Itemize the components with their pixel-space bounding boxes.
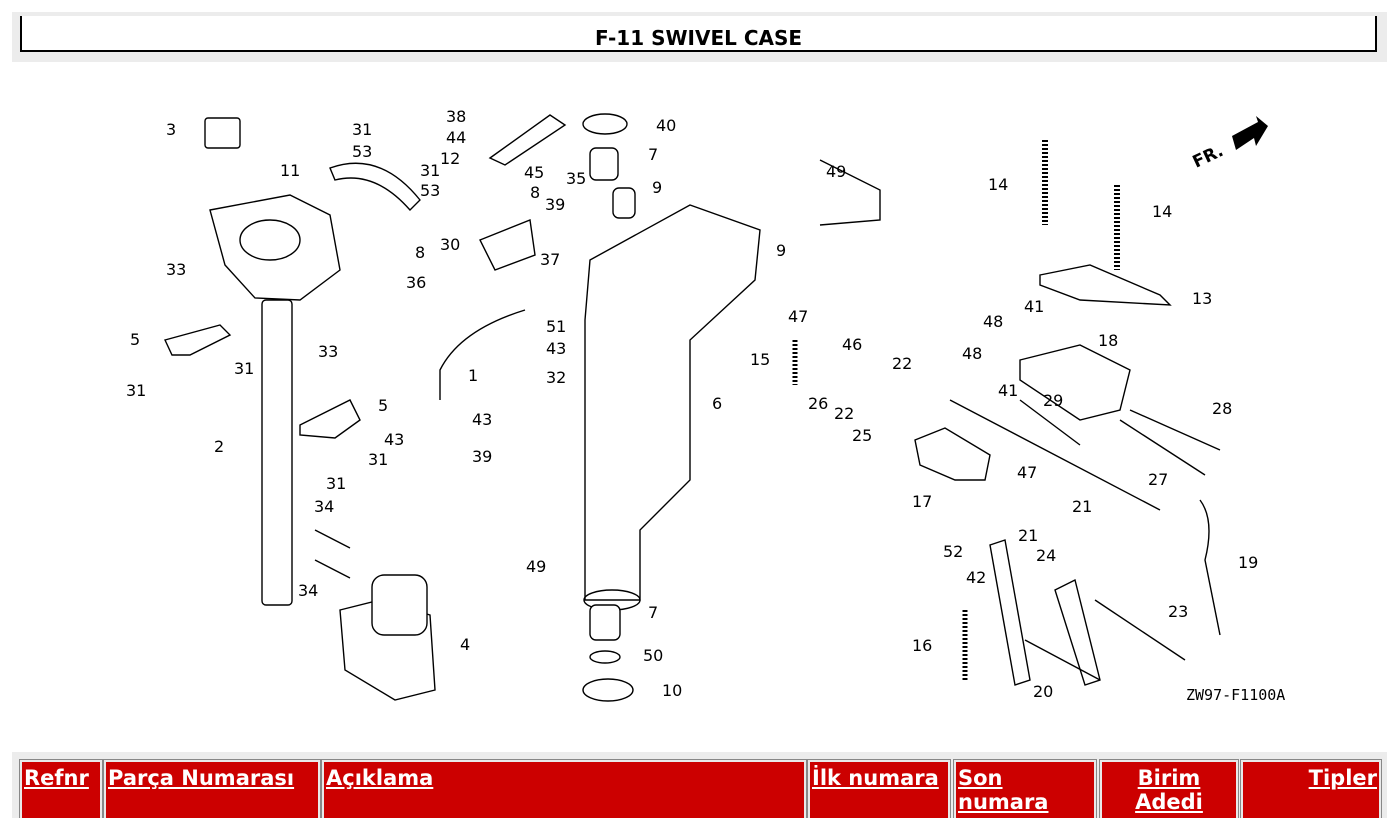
callout-27: 27 <box>1148 470 1168 489</box>
callout-41: 41 <box>1024 297 1044 316</box>
callout-43: 43 <box>472 410 492 429</box>
callout-18: 18 <box>1098 331 1118 350</box>
callout-48: 48 <box>962 344 982 363</box>
callout-42: 42 <box>966 568 986 587</box>
callout-53: 53 <box>352 142 372 161</box>
callout-21: 21 <box>1072 497 1092 516</box>
diagram-code: ZW97-F1100A <box>1186 686 1285 704</box>
callout-9: 9 <box>776 241 786 260</box>
callout-28: 28 <box>1212 399 1232 418</box>
callout-35: 35 <box>566 169 586 188</box>
callout-2: 2 <box>214 437 224 456</box>
parts-table: Refnr Parça Numarası Açıklama İlk numara… <box>12 752 1387 818</box>
callout-31: 31 <box>126 381 146 400</box>
callout-49: 49 <box>526 557 546 576</box>
callout-24: 24 <box>1036 546 1056 565</box>
callout-8: 8 <box>530 183 540 202</box>
callout-31: 31 <box>326 474 346 493</box>
callout-6: 6 <box>712 394 722 413</box>
callout-45: 45 <box>524 163 544 182</box>
column-header-last-number[interactable]: Son numara <box>953 759 1097 818</box>
callout-53: 53 <box>420 181 440 200</box>
callout-43: 43 <box>384 430 404 449</box>
callout-52: 52 <box>943 542 963 561</box>
callout-51: 51 <box>546 317 566 336</box>
swivel-shaft-part <box>261 299 293 606</box>
callout-23: 23 <box>1168 602 1188 621</box>
callout-33: 33 <box>318 342 338 361</box>
callout-49: 49 <box>826 162 846 181</box>
callout-31: 31 <box>352 120 372 139</box>
callout-29: 29 <box>1043 391 1063 410</box>
callout-22: 22 <box>834 404 854 423</box>
callout-41: 41 <box>998 381 1018 400</box>
callout-31: 31 <box>234 359 254 378</box>
callout-26: 26 <box>808 394 828 413</box>
callout-40: 40 <box>656 116 676 135</box>
callout-9: 9 <box>652 178 662 197</box>
callout-17: 17 <box>912 492 932 511</box>
callout-7: 7 <box>648 145 658 164</box>
callout-44: 44 <box>446 128 466 147</box>
callout-12: 12 <box>440 149 460 168</box>
callout-31: 31 <box>420 161 440 180</box>
callout-1: 1 <box>468 366 478 385</box>
callout-39: 39 <box>545 195 565 214</box>
callout-50: 50 <box>643 646 663 665</box>
callout-38: 38 <box>446 107 466 126</box>
column-header-part-number[interactable]: Parça Numarası <box>103 759 321 818</box>
callout-21: 21 <box>1018 526 1038 545</box>
column-header-first-number[interactable]: İlk numara <box>807 759 951 818</box>
callout-31: 31 <box>368 450 388 469</box>
parts-diagram: 3 31 53 11 31 53 38 44 12 45 8 39 35 40 … <box>0 70 1399 750</box>
callout-20: 20 <box>1033 682 1053 701</box>
page-title: F-11 SWIVEL CASE <box>20 16 1377 52</box>
callout-19: 19 <box>1238 553 1258 572</box>
callout-11: 11 <box>280 161 300 180</box>
callout-48: 48 <box>983 312 1003 331</box>
column-header-unit-qty[interactable]: Birim Adedi <box>1099 759 1239 818</box>
callout-5: 5 <box>130 330 140 349</box>
column-header-description[interactable]: Açıklama <box>321 759 807 818</box>
callout-34: 34 <box>314 497 334 516</box>
direction-label: FR. <box>1190 141 1227 172</box>
callout-30: 30 <box>440 235 460 254</box>
upper-mount-part <box>209 194 341 301</box>
callout-8: 8 <box>415 243 425 262</box>
callout-46: 46 <box>842 335 862 354</box>
callout-15: 15 <box>750 350 770 369</box>
callout-5: 5 <box>378 396 388 415</box>
swivel-case-part <box>584 204 761 601</box>
callout-47: 47 <box>788 307 808 326</box>
callout-36: 36 <box>406 273 426 292</box>
callout-14: 14 <box>1152 202 1172 221</box>
callout-16: 16 <box>912 636 932 655</box>
callout-25: 25 <box>852 426 872 445</box>
callout-14: 14 <box>988 175 1008 194</box>
callout-34: 34 <box>298 581 318 600</box>
callout-33: 33 <box>166 260 186 279</box>
column-header-ref[interactable]: Refnr <box>19 759 103 818</box>
callout-39: 39 <box>472 447 492 466</box>
callout-4: 4 <box>460 635 470 654</box>
callout-3: 3 <box>166 120 176 139</box>
front-direction-arrow-icon: FR. <box>1190 116 1268 173</box>
callout-22: 22 <box>892 354 912 373</box>
callout-7: 7 <box>648 603 658 622</box>
callout-10: 10 <box>662 681 682 700</box>
callout-37: 37 <box>540 250 560 269</box>
callout-13: 13 <box>1192 289 1212 308</box>
callout-32: 32 <box>546 368 566 387</box>
callout-43: 43 <box>546 339 566 358</box>
callout-47: 47 <box>1017 463 1037 482</box>
column-header-types[interactable]: Tipler <box>1240 759 1382 818</box>
